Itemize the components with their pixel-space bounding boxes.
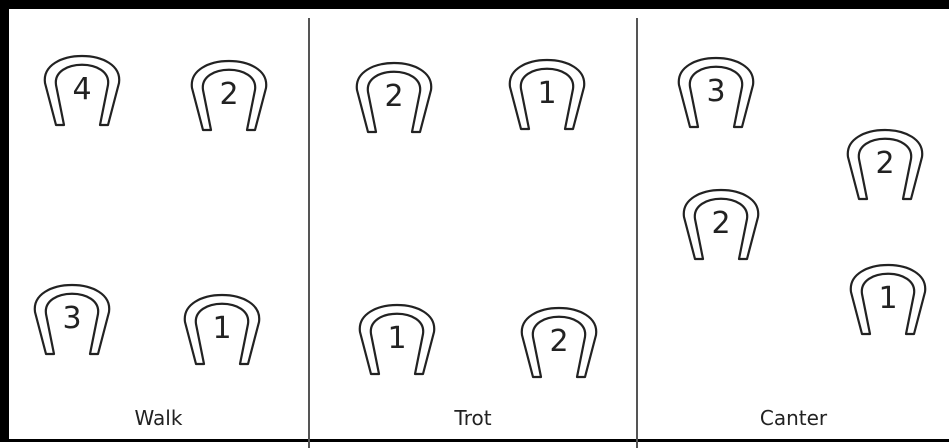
hoofprint-number: 2 xyxy=(549,324,569,359)
hoofprint: 1 xyxy=(182,280,262,366)
hoofprint-number: 1 xyxy=(387,321,407,356)
panel-label: Walk xyxy=(134,406,183,430)
hoofprint: 2 xyxy=(845,115,925,201)
hoofprint: 4 xyxy=(42,41,122,127)
panel-walk: 4 2 3 1 Walk xyxy=(9,18,308,448)
hoofprint: 3 xyxy=(676,43,756,129)
panel-label: Trot xyxy=(454,406,492,430)
hoofprint-number: 2 xyxy=(875,146,895,181)
hoofprint: 3 xyxy=(32,270,112,356)
hoofprint: 2 xyxy=(189,46,269,132)
hoofprint: 1 xyxy=(848,250,928,336)
hoofprint-number: 4 xyxy=(72,72,92,107)
hoofprint-number: 3 xyxy=(706,74,726,109)
hoofprint-number: 1 xyxy=(212,311,232,346)
hoofprint-number: 3 xyxy=(62,301,82,336)
panel-divider xyxy=(308,18,310,448)
hoofprint-number: 1 xyxy=(537,76,557,111)
panel-divider xyxy=(636,18,638,448)
hoofprint-number: 2 xyxy=(711,206,731,241)
hoofprint: 2 xyxy=(519,293,599,379)
hoofprint-number: 1 xyxy=(878,281,898,316)
hoofprint-number: 2 xyxy=(384,79,404,114)
panel-label: Canter xyxy=(759,406,828,430)
hoofprint: 1 xyxy=(507,45,587,131)
hoofprint: 2 xyxy=(354,48,434,134)
panel-canter: 3 2 2 1 Canter xyxy=(638,18,949,448)
panel-trot: 2 1 1 2 Trot xyxy=(310,18,636,448)
hoofprint: 1 xyxy=(357,290,437,376)
hoofprint-number: 2 xyxy=(219,77,239,112)
hoofprint: 2 xyxy=(681,175,761,261)
